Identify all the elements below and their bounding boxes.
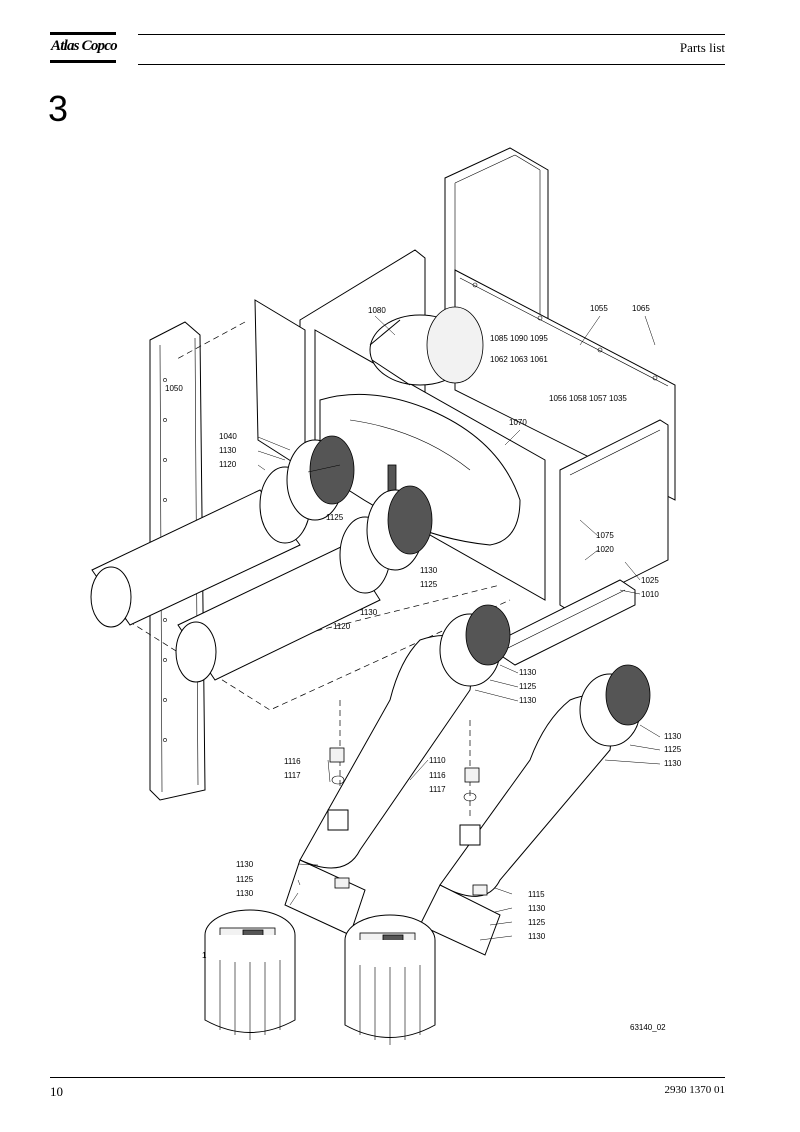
- callout-label: 1: [202, 951, 207, 960]
- callout-label: 1116: [429, 771, 446, 780]
- section-number: 3: [48, 88, 69, 129]
- callout-label: 1025: [641, 576, 659, 585]
- curved-hose-right: [419, 664, 651, 956]
- filter-unit-right: [344, 914, 436, 1045]
- logo-bottom-bar: [50, 60, 116, 63]
- callout-label: 1070: [509, 418, 527, 427]
- callout-label: 1115: [528, 890, 545, 899]
- callout-label: 1130: [236, 860, 254, 869]
- filler-caps: [327, 747, 481, 846]
- callout-label: 1125: [664, 745, 682, 754]
- callout-label: 1116: [284, 757, 301, 766]
- intake-pipe-upper: [90, 435, 355, 628]
- callout-label: 1125: [420, 580, 438, 589]
- atlas-copco-logo: Atlas Copco: [50, 32, 118, 66]
- air-filter: [369, 306, 484, 386]
- callout-label: 1055: [590, 304, 608, 313]
- callout-label: 1130: [528, 932, 546, 941]
- leader-lines: [257, 315, 661, 941]
- page-title: Parts list: [679, 40, 725, 55]
- callout-label: 1080: [368, 306, 386, 315]
- intake-pipe-lower: [175, 485, 433, 683]
- callout-label: 1117: [429, 785, 446, 794]
- page-number: 10: [50, 1084, 63, 1099]
- logo-top-bar: [50, 32, 116, 35]
- right-front-panel: [559, 419, 669, 611]
- callout-label: 1130: [519, 668, 537, 677]
- callout-label: 1125: [326, 513, 344, 522]
- footer-rule: [50, 1077, 725, 1078]
- callout-label: 1130: [236, 889, 254, 898]
- callout-label: 1062 1063 1061: [490, 355, 548, 364]
- callout-label: 1075: [596, 531, 614, 540]
- callout-label: 1050: [165, 384, 183, 393]
- callout-label: 1130: [219, 446, 237, 455]
- callout-label: 1125: [236, 875, 254, 884]
- callout-label: 1125: [528, 918, 546, 927]
- callout-label: 1125: [519, 682, 537, 691]
- header-bottom-rule: [138, 64, 725, 65]
- callout-label: 1020: [596, 545, 614, 554]
- callout-labels: 1080 1055 1065 1085 1090 1095 1062 1063 …: [165, 304, 682, 1032]
- callout-label: 1010: [641, 590, 659, 599]
- filter-unit-left: [204, 909, 296, 1040]
- callout-label: 1130: [528, 904, 546, 913]
- callout-label: 1130: [519, 696, 537, 705]
- callout-label: 1085 1090 1095: [490, 334, 548, 343]
- callout-label: 1110: [429, 756, 446, 765]
- document-number: 2930 1370 01: [664, 1084, 726, 1096]
- callout-label: 1120: [333, 622, 351, 631]
- callout-label: 1117: [284, 771, 301, 780]
- callout-label: 1065: [632, 304, 650, 313]
- figure-id: 63140_02: [630, 1023, 666, 1032]
- callout-label: 1040: [219, 432, 237, 441]
- callout-label: 1056 1058 1057 1035: [549, 394, 627, 403]
- callout-label: 1130: [664, 732, 682, 741]
- header-top-rule: [138, 34, 725, 35]
- logo-text: Atlas Copco: [51, 38, 118, 54]
- callout-label: 1130: [360, 608, 378, 617]
- callout-label: 1130: [420, 566, 438, 575]
- callout-label: 1130: [664, 759, 682, 768]
- callout-label: 1120: [219, 460, 237, 469]
